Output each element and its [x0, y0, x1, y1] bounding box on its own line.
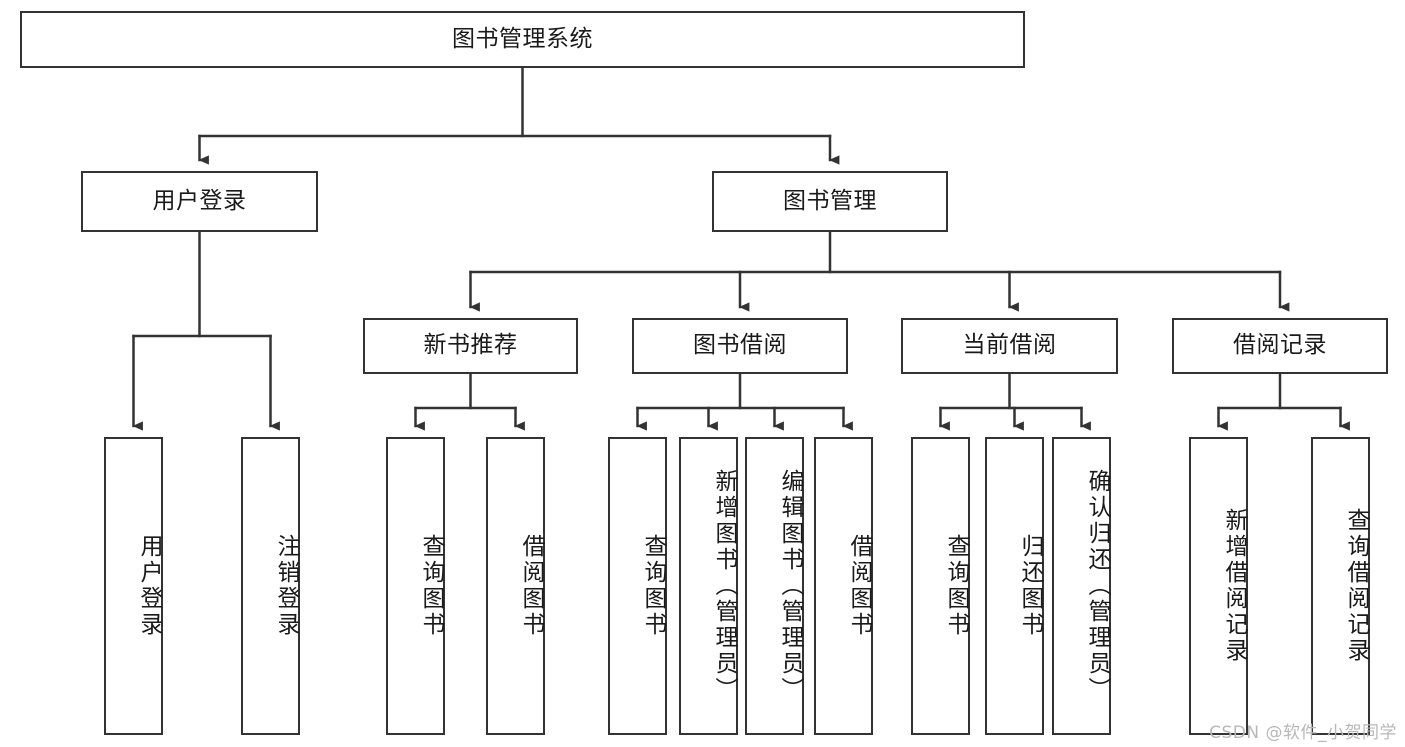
node-leaf-query-book-2-label: 查询图书 — [640, 534, 666, 638]
node-leaf-user-login[interactable]: 用户登录 — [104, 437, 163, 735]
node-leaf-add-record[interactable]: 新增借阅记录 — [1189, 437, 1248, 735]
node-leaf-confirm-return[interactable]: 确认归还（管理员） — [1052, 437, 1111, 735]
node-leaf-query-book-1-label: 查询图书 — [418, 534, 444, 638]
node-leaf-query-book-3[interactable]: 查询图书 — [911, 437, 970, 735]
node-leaf-query-record[interactable]: 查询借阅记录 — [1311, 437, 1370, 735]
node-leaf-borrow-book-1-label: 借阅图书 — [518, 534, 544, 638]
node-leaf-borrow-book-2-label: 借阅图书 — [846, 534, 872, 638]
node-leaf-query-book-3-label: 查询图书 — [943, 534, 969, 638]
node-book-borrow-label: 图书借阅 — [693, 332, 787, 359]
node-leaf-query-book-1[interactable]: 查询图书 — [386, 437, 445, 735]
node-leaf-return-book[interactable]: 归还图书 — [985, 437, 1044, 735]
node-book-management[interactable]: 图书管理 — [712, 171, 948, 232]
node-user-login[interactable]: 用户登录 — [81, 171, 318, 232]
node-user-login-label: 用户登录 — [152, 187, 247, 214]
node-leaf-query-record-label: 查询借阅记录 — [1343, 508, 1369, 664]
node-leaf-edit-book[interactable]: 编辑图书（管理员） — [745, 437, 804, 735]
node-leaf-add-book-label: 新增图书（管理员） — [711, 469, 737, 703]
node-leaf-add-book[interactable]: 新增图书（管理员） — [679, 437, 738, 735]
node-root[interactable]: 图书管理系统 — [20, 11, 1025, 68]
node-leaf-logout-label: 注销登录 — [273, 534, 299, 638]
node-current-borrow[interactable]: 当前借阅 — [901, 318, 1118, 374]
node-leaf-borrow-book-2[interactable]: 借阅图书 — [814, 437, 873, 735]
node-borrow-record-label: 借阅记录 — [1233, 332, 1327, 359]
node-leaf-user-login-label: 用户登录 — [136, 534, 162, 638]
node-borrow-record[interactable]: 借阅记录 — [1172, 318, 1388, 374]
node-new-book-recommend[interactable]: 新书推荐 — [363, 318, 578, 374]
node-leaf-confirm-return-label: 确认归还（管理员） — [1084, 469, 1110, 703]
node-leaf-edit-book-label: 编辑图书（管理员） — [777, 469, 803, 703]
node-new-book-recommend-label: 新书推荐 — [423, 332, 518, 359]
node-leaf-add-record-label: 新增借阅记录 — [1221, 508, 1247, 664]
node-root-label: 图书管理系统 — [452, 25, 593, 52]
node-current-borrow-label: 当前借阅 — [962, 332, 1057, 359]
node-book-borrow[interactable]: 图书借阅 — [632, 318, 848, 374]
node-book-management-label: 图书管理 — [783, 187, 877, 214]
node-leaf-borrow-book-1[interactable]: 借阅图书 — [486, 437, 545, 735]
node-leaf-logout[interactable]: 注销登录 — [241, 437, 300, 735]
node-leaf-query-book-2[interactable]: 查询图书 — [608, 437, 667, 735]
node-leaf-return-book-label: 归还图书 — [1017, 534, 1043, 638]
